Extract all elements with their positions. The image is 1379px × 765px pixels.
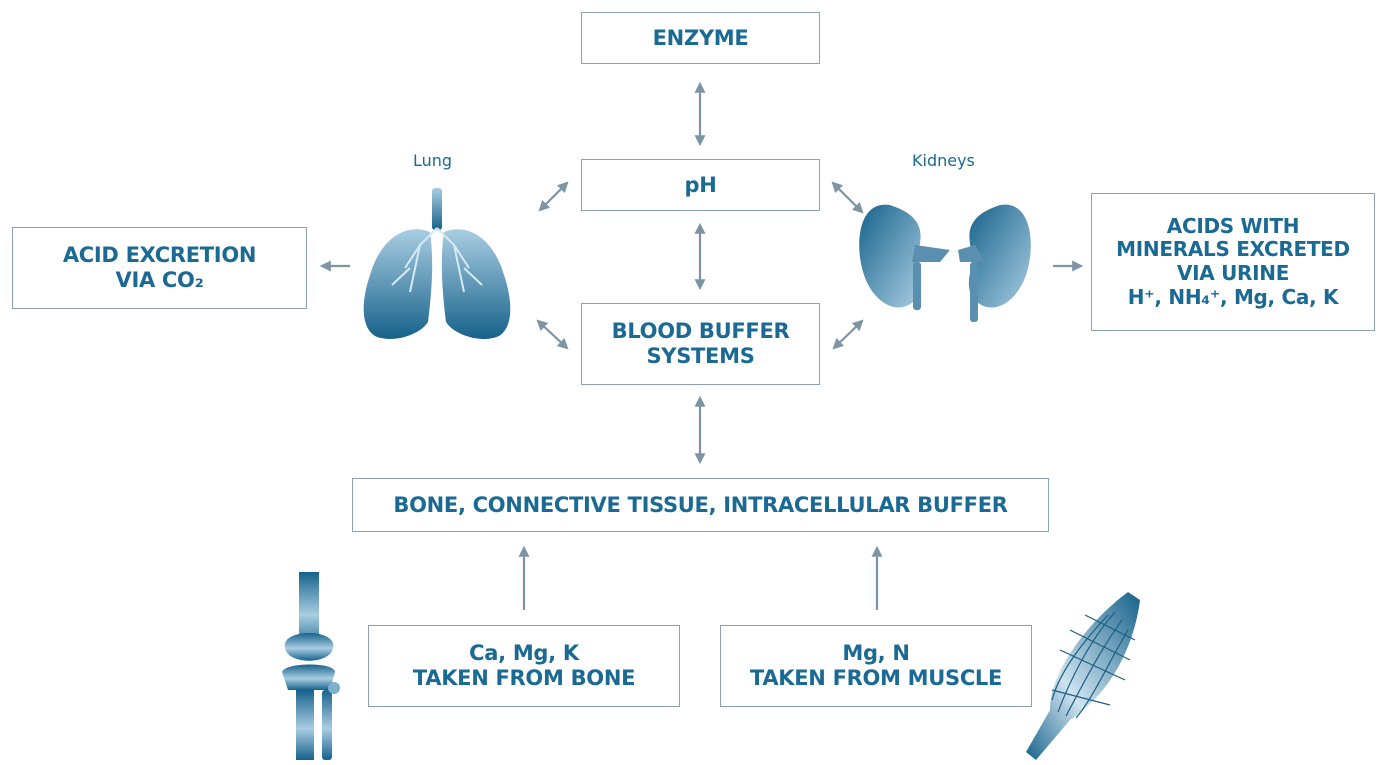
acid-excretion-box: ACID EXCRETION VIA CO₂ [12,227,307,309]
ph-box: pH [581,159,820,211]
blood-buffer-box: BLOOD BUFFER SYSTEMS [581,303,820,385]
bone-buffer-label: BONE, CONNECTIVE TISSUE, INTRACELLULAR B… [393,493,1007,518]
acids-minerals-box: ACIDS WITH MINERALS EXCRETED VIA URINE H… [1091,193,1375,331]
arrow-ph-kidneys [833,183,862,212]
acids-minerals-line-2: MINERALS EXCRETED [1116,238,1350,262]
blood-buffer-line-1: BLOOD BUFFER [612,319,790,344]
kidneys-icon [859,205,1031,322]
bone-buffer-box: BONE, CONNECTIVE TISSUE, INTRACELLULAR B… [352,478,1049,532]
arrow-blood-kidneys [834,321,862,348]
arrow-blood-lung [538,321,567,348]
arrow-ph-lung [540,183,567,210]
acid-excretion-line-2: VIA CO₂ [116,268,204,293]
kidneys-label: Kidneys [912,151,975,170]
from-muscle-line-2: TAKEN FROM MUSCLE [750,666,1002,691]
knee-joint-icon [282,572,340,760]
from-muscle-line-1: Mg, N [842,641,909,666]
enzyme-box: ENZYME [581,12,820,64]
from-muscle-box: Mg, N TAKEN FROM MUSCLE [720,625,1032,707]
ph-label: pH [684,173,716,198]
from-bone-line-2: TAKEN FROM BONE [413,666,635,691]
enzyme-label: ENZYME [653,26,749,51]
from-bone-box: Ca, Mg, K TAKEN FROM BONE [368,625,680,707]
acids-minerals-line-1: ACIDS WITH [1167,215,1299,239]
blood-buffer-line-2: SYSTEMS [646,344,754,369]
muscle-fiber-icon [1026,592,1140,760]
from-bone-line-1: Ca, Mg, K [469,641,579,666]
acids-minerals-line-4: H⁺, NH₄⁺, Mg, Ca, K [1128,286,1339,310]
acid-excretion-line-1: ACID EXCRETION [63,243,256,268]
lungs-icon [364,188,511,339]
acids-minerals-line-3: VIA URINE [1177,262,1289,286]
lung-label: Lung [413,151,452,170]
